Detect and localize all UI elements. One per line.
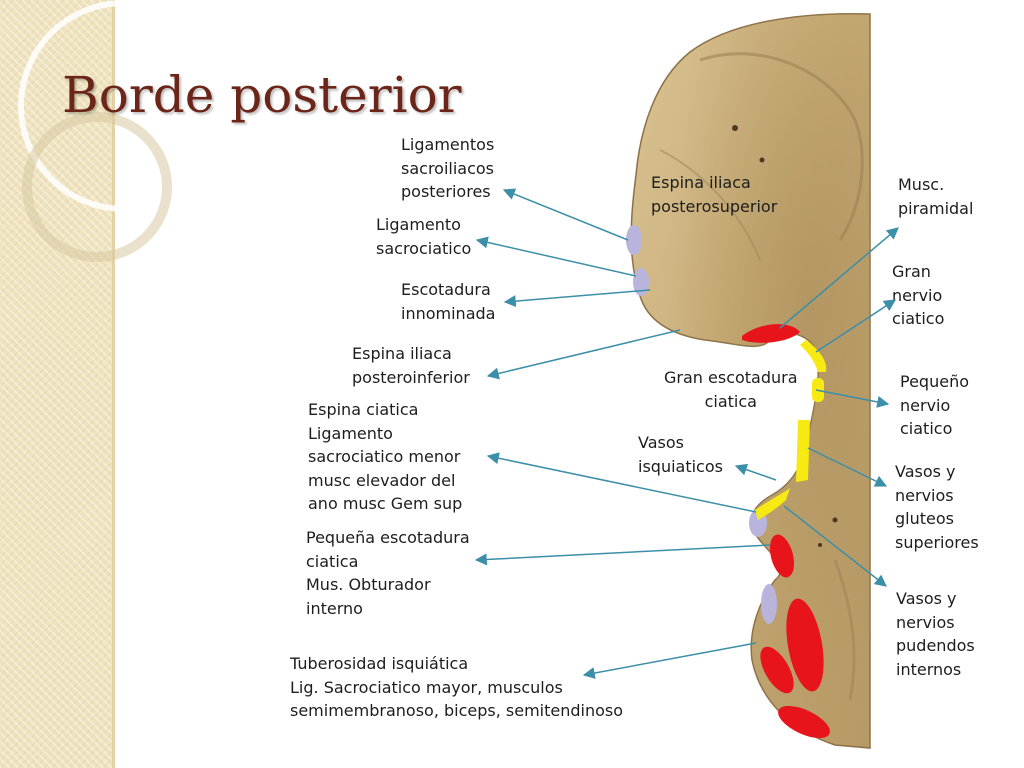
decorative-swirl	[22, 112, 172, 262]
bone-foramen	[832, 517, 838, 523]
ligament-attachment	[761, 584, 777, 624]
label-pequeno-nervio-ciatico: Pequeño nervio ciatico	[900, 372, 969, 438]
label-ligamentos-sacroiliacos: Ligamentos sacroiliacos posteriores	[401, 135, 495, 201]
label-vasos-isquiaticos: Vasos isquiaticos	[638, 433, 723, 476]
muscle-attachment	[760, 646, 794, 694]
label-gran-escotadura-ciatica: Gran escotadura ciatica	[664, 368, 798, 411]
label-vasos-nervios-gluteos: Vasos y nervios gluteos superiores	[895, 462, 979, 552]
nerve-zone	[800, 340, 827, 372]
label-espina-ciatica: Espina ciatica Ligamento sacrociatico me…	[308, 400, 463, 513]
label-tuberosidad-isquiatica: Tuberosidad isquiática Lig. Sacrociatico…	[290, 654, 624, 720]
label-espina-iliaca-posteroinferior: Espina iliaca posteroinferior	[352, 344, 470, 387]
bone-ridge	[699, 52, 864, 241]
ligament-attachment	[626, 225, 642, 255]
slide-title: Borde posterior	[62, 66, 462, 124]
label-escotadura-innominada: Escotadura innominada	[401, 280, 496, 323]
muscle-attachment	[786, 598, 824, 692]
label-pequena-escotadura-ciatica: Pequeña escotadura ciatica Mus. Obturado…	[306, 528, 470, 618]
bone-foramen	[818, 543, 822, 547]
bone-foramen	[759, 157, 765, 163]
label-vasos-nervios-pudendos: Vasos y nervios pudendos internos	[896, 589, 975, 679]
bone-foramen	[732, 125, 738, 131]
muscle-attachment	[742, 324, 800, 343]
muscle-attachment	[778, 705, 830, 739]
label-musc-piramidal: Musc. piramidal	[898, 175, 974, 218]
label-ligamento-sacrociatico: Ligamento sacrociatico	[376, 215, 472, 258]
nerve-zone	[812, 378, 824, 402]
label-espina-iliaca-posterosuperior: Espina iliaca posterosuperior	[651, 173, 778, 216]
decorative-side-strip	[0, 0, 230, 768]
nerve-zone	[755, 488, 790, 520]
bone-ridge	[659, 149, 761, 261]
label-gran-nervio-ciatico: Gran nervio ciatico	[892, 262, 945, 328]
nerve-zone	[796, 420, 810, 482]
ligament-attachment	[633, 268, 649, 296]
